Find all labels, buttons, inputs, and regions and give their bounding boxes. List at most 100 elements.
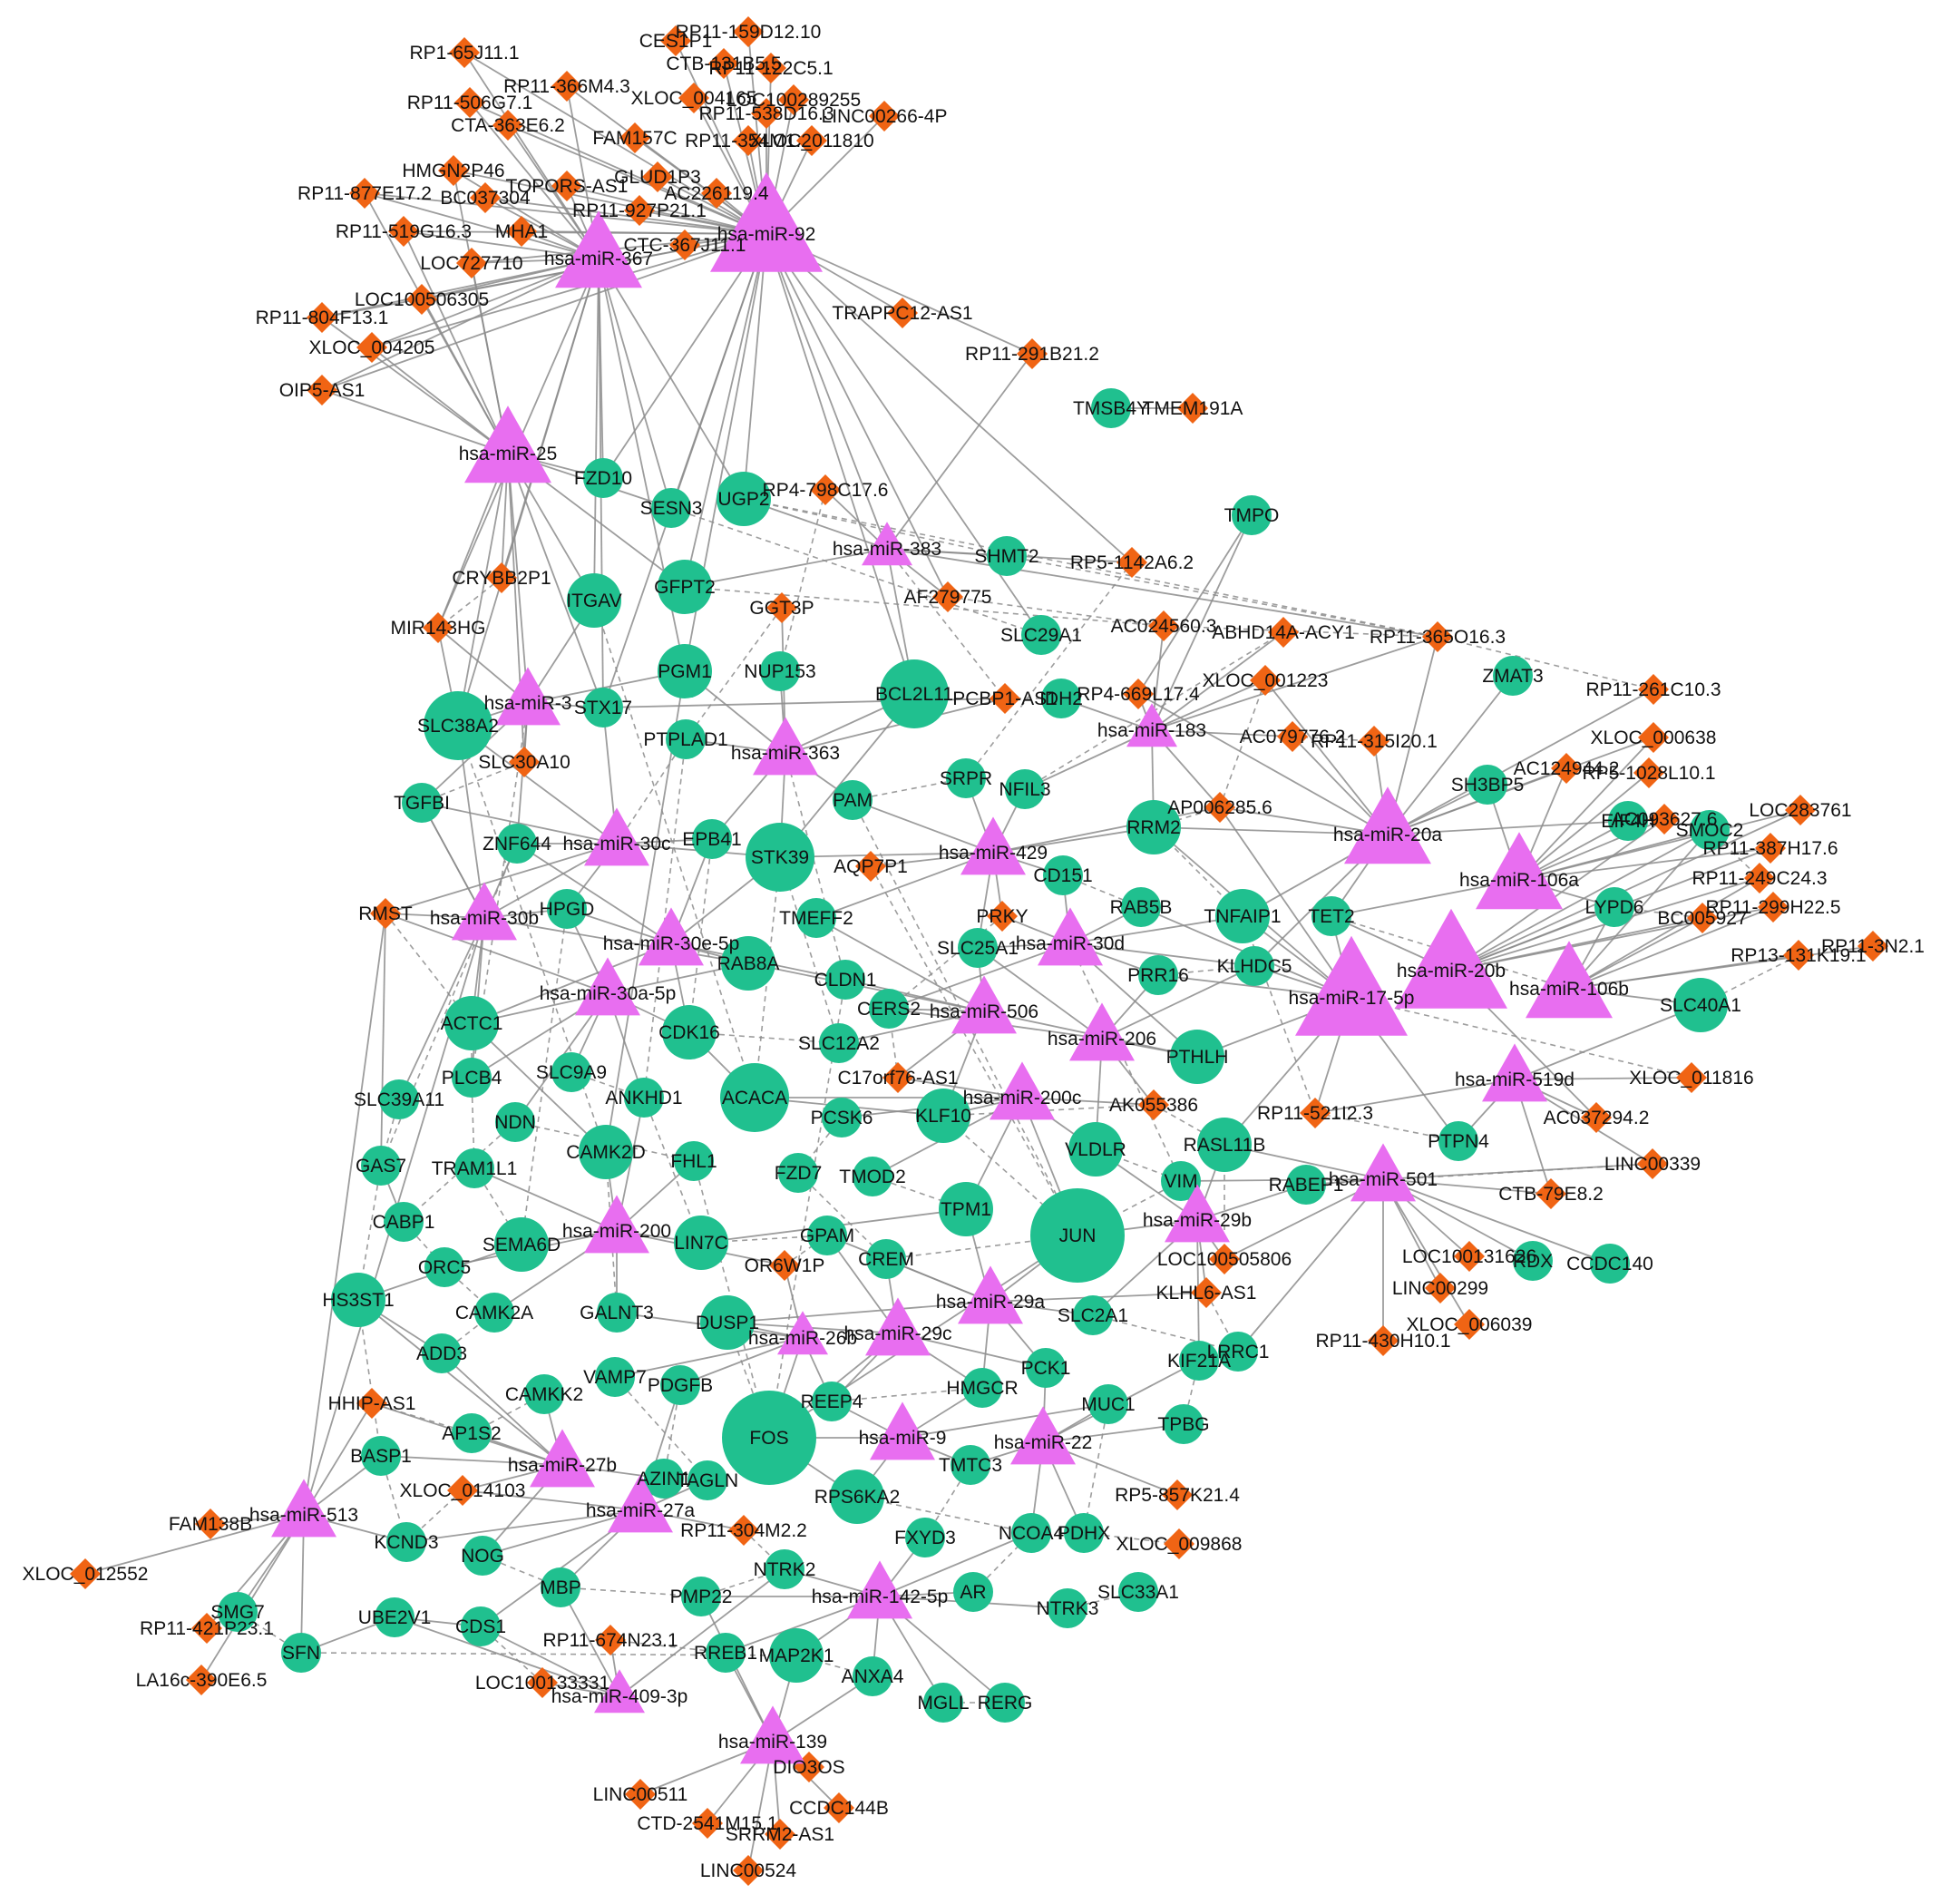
lncrna-node-L43[interactable]	[990, 683, 1020, 714]
mrna-node-NDN[interactable]	[495, 1102, 535, 1142]
mirna-node-m367[interactable]	[555, 210, 642, 288]
lncrna-node-L83[interactable]	[728, 1515, 759, 1546]
lncrna-node-L9[interactable]	[454, 87, 485, 118]
mirna-node-m106b[interactable]	[1526, 941, 1613, 1019]
lncrna-node-L18[interactable]	[470, 182, 501, 213]
mrna-node-PTHLH[interactable]	[1170, 1030, 1224, 1084]
lncrna-node-L2[interactable]	[660, 25, 691, 56]
mrna-node-ITGAV[interactable]	[567, 573, 621, 628]
lncrna-node-L34[interactable]	[810, 474, 841, 505]
mrna-node-SHMT2[interactable]	[987, 536, 1027, 576]
lncrna-node-L45[interactable]	[1250, 665, 1281, 696]
lncrna-node-L28[interactable]	[307, 302, 337, 333]
mrna-node-AZIN1[interactable]	[644, 1459, 684, 1499]
mirna-node-m363[interactable]	[753, 717, 818, 776]
mirna-node-m29c[interactable]	[865, 1297, 931, 1356]
mrna-node-KIF21A[interactable]	[1179, 1341, 1219, 1381]
mrna-node-PCSK6[interactable]	[822, 1098, 862, 1138]
mirna-node-m25[interactable]	[464, 405, 551, 483]
mirna-node-m4093p[interactable]	[594, 1669, 645, 1714]
mrna-node-TMPO[interactable]	[1232, 495, 1272, 535]
mrna-node-RREB1[interactable]	[706, 1633, 746, 1673]
mirna-node-m175p[interactable]	[1295, 935, 1408, 1036]
lncrna-node-L15[interactable]	[796, 125, 827, 156]
lncrna-node-L65[interactable]	[882, 1062, 913, 1093]
mrna-node-PDGFB[interactable]	[660, 1365, 700, 1405]
mrna-node-CDK16[interactable]	[662, 1005, 717, 1059]
mrna-node-STK39[interactable]	[746, 823, 814, 892]
mrna-node-RASL11B[interactable]	[1197, 1118, 1252, 1172]
mrna-node-TAGLN[interactable]	[687, 1460, 727, 1500]
mirna-node-m106a[interactable]	[1476, 832, 1563, 910]
lncrna-node-L42[interactable]	[1422, 621, 1453, 652]
mrna-node-HMGCR[interactable]	[962, 1368, 1002, 1408]
mirna-node-m429[interactable]	[960, 816, 1026, 875]
lncrna-node-L63[interactable]	[1783, 940, 1814, 971]
mirna-node-m30b[interactable]	[452, 882, 517, 941]
lncrna-node-L41[interactable]	[1268, 617, 1299, 648]
lncrna-node-L32[interactable]	[1017, 338, 1048, 369]
mrna-node-SRPR[interactable]	[946, 758, 986, 798]
mirna-node-m30e[interactable]	[639, 907, 704, 966]
lncrna-node-L10[interactable]	[492, 110, 523, 141]
lncrna-node-L7[interactable]	[678, 83, 709, 113]
mrna-node-IDH2[interactable]	[1041, 679, 1081, 718]
lncrna-node-L23[interactable]	[506, 216, 537, 247]
lncrna-node-L85[interactable]	[70, 1558, 101, 1589]
mrna-node-GFPT2[interactable]	[658, 560, 712, 614]
mrna-node-KLHDC5[interactable]	[1234, 946, 1274, 986]
mrna-node-SLC33A1[interactable]	[1118, 1572, 1158, 1612]
mirna-node-m513[interactable]	[271, 1479, 336, 1538]
mrna-node-ACACA[interactable]	[720, 1063, 789, 1132]
lncrna-node-L4[interactable]	[708, 48, 739, 79]
mirna-node-m3[interactable]	[495, 667, 561, 726]
mirna-node-m506[interactable]	[951, 975, 1017, 1034]
mrna-node-VLDLR[interactable]	[1068, 1122, 1123, 1177]
mrna-node-SESN3[interactable]	[651, 488, 691, 528]
mrna-node-GPAM[interactable]	[807, 1216, 847, 1255]
mrna-node-LRRC1[interactable]	[1218, 1332, 1258, 1372]
lncrna-node-L17[interactable]	[349, 178, 380, 209]
mrna-node-GALNT3[interactable]	[597, 1293, 637, 1333]
lncrna-node-L48[interactable]	[1277, 721, 1308, 752]
mrna-node-LYPD6[interactable]	[1594, 887, 1634, 927]
lncrna-node-L37[interactable]	[932, 581, 963, 612]
lncrna-node-L62[interactable]	[1758, 892, 1789, 923]
lncrna-node-L27[interactable]	[406, 284, 437, 315]
mirna-node-m200c[interactable]	[990, 1061, 1055, 1120]
lncrna-node-L66[interactable]	[1676, 1062, 1707, 1093]
mirna-node-m92[interactable]	[710, 171, 823, 272]
mrna-node-TPM1[interactable]	[939, 1182, 993, 1236]
lncrna-node-L40[interactable]	[1148, 610, 1179, 641]
mirna-node-m9[interactable]	[870, 1401, 935, 1460]
mirna-node-m30a[interactable]	[575, 957, 640, 1016]
lncrna-node-L69[interactable]	[1581, 1102, 1612, 1133]
mrna-node-TNFAIP1[interactable]	[1215, 889, 1270, 943]
mrna-node-CAMK2D[interactable]	[579, 1125, 633, 1179]
lncrna-node-L51[interactable]	[1551, 753, 1582, 784]
mrna-node-SLC38A2[interactable]	[424, 691, 492, 760]
lncrna-node-L73[interactable]	[1454, 1241, 1485, 1272]
lncrna-node-L22[interactable]	[388, 216, 419, 247]
lncrna-node-L19[interactable]	[551, 171, 582, 201]
mirna-node-m20a[interactable]	[1344, 786, 1431, 864]
lncrna-node-L56[interactable]	[1755, 833, 1786, 864]
mrna-node-EPB41[interactable]	[692, 819, 732, 859]
mrna-node-CABP1[interactable]	[384, 1202, 424, 1242]
mrna-node-PGM1[interactable]	[658, 644, 712, 698]
mrna-node-SLC29A1[interactable]	[1021, 615, 1061, 655]
lncrna-node-L60[interactable]	[987, 901, 1018, 932]
mrna-node-RAB8A[interactable]	[721, 936, 775, 991]
mrna-node-CAMKK2[interactable]	[524, 1374, 564, 1414]
mrna-node-AR[interactable]	[953, 1572, 993, 1612]
mirna-node-m206[interactable]	[1069, 1002, 1135, 1061]
lncrna-node-L71[interactable]	[1536, 1178, 1566, 1209]
mrna-node-MAP2K1[interactable]	[769, 1628, 824, 1683]
lncrna-node-L72[interactable]	[1209, 1244, 1240, 1274]
mirna-node-m501[interactable]	[1350, 1143, 1416, 1202]
mrna-node-ANXA4[interactable]	[853, 1656, 892, 1696]
mrna-node-SH3BP5[interactable]	[1467, 765, 1507, 805]
mrna-node-PDHX[interactable]	[1064, 1513, 1104, 1553]
mrna-node-AP1S2[interactable]	[452, 1413, 492, 1453]
mirna-node-m26b[interactable]	[777, 1311, 828, 1355]
